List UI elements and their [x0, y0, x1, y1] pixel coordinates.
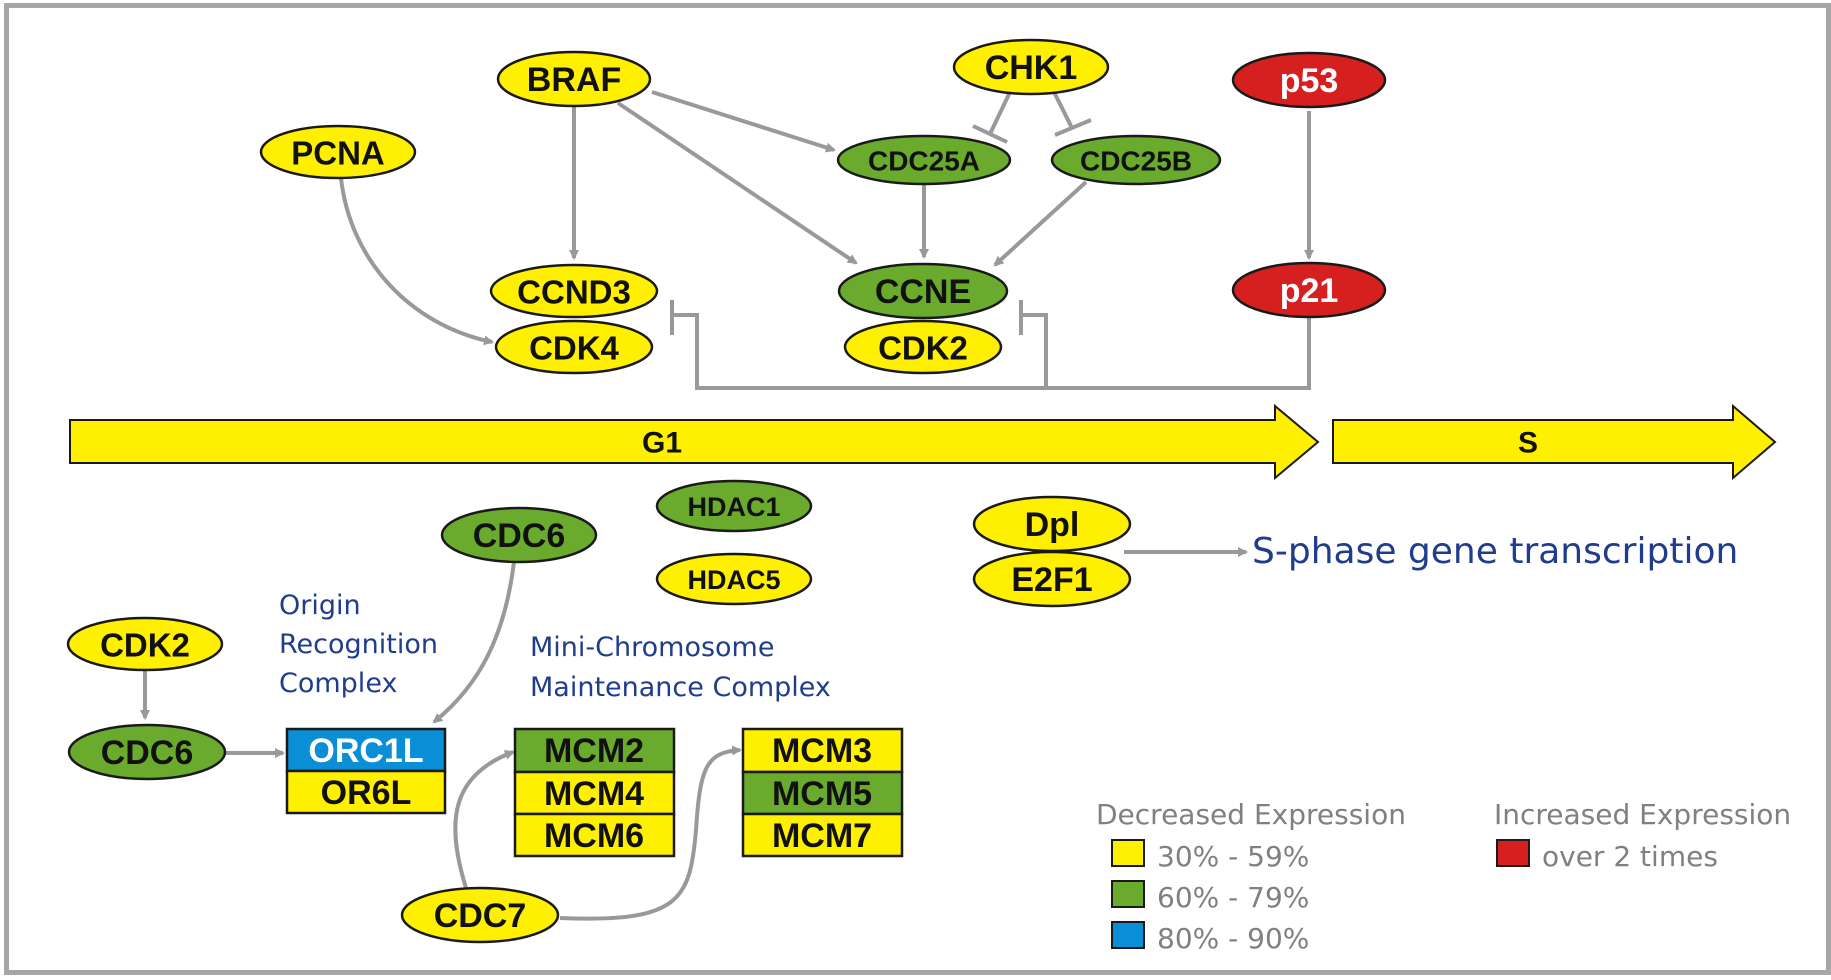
node-p21-label: p21	[1280, 272, 1339, 310]
legend-swatch-yellow	[1111, 839, 1145, 867]
orc-title-line-2: Recognition	[279, 629, 438, 660]
node-chk1: CHK1	[952, 38, 1110, 96]
node-hdac1-label: HDAC1	[687, 492, 780, 522]
legend-item-4-label: over 2 times	[1542, 840, 1718, 873]
mcm-right-row-1: MCM3	[772, 732, 872, 770]
node-ccne-label: CCNE	[875, 273, 971, 311]
node-ccnd3: CCND3	[489, 263, 659, 319]
edge-chk1-cdc25a-bar	[972, 124, 1008, 144]
node-hdac5: HDAC5	[655, 552, 813, 606]
legend-decreased-title: Decreased Expression	[1096, 798, 1406, 831]
edge-braf-ccne	[616, 101, 858, 265]
g1-phase-arrow	[69, 403, 1320, 481]
edge-cdc7-mcm2	[453, 750, 515, 889]
mcm-right-row-3: MCM7	[772, 817, 872, 855]
edge-p21-inhibit-ccne	[1021, 313, 1048, 388]
orc-row-2: OR6L	[321, 774, 412, 812]
node-cdc25b: CDC25B	[1050, 134, 1222, 186]
node-hdac1: HDAC1	[655, 479, 813, 533]
node-cdc25a: CDC25A	[836, 134, 1012, 186]
legend-swatch-green	[1111, 880, 1145, 908]
node-braf: BRAF	[496, 50, 652, 108]
s-phase-arrow	[1332, 403, 1777, 481]
node-cdk4: CDK4	[494, 319, 654, 375]
edge-cdc6top-orc	[432, 561, 516, 724]
legend-item-3-label: 80% - 90%	[1157, 922, 1309, 955]
orc-complex-box: ORC1L OR6L	[285, 727, 447, 815]
node-p53: p53	[1231, 51, 1387, 109]
node-cdc6-left: CDC6	[67, 723, 227, 781]
node-pcna: PCNA	[259, 124, 417, 180]
orc-row-1: ORC1L	[308, 732, 423, 770]
node-cdc25b-label: CDC25B	[1080, 146, 1192, 177]
node-cdk2-bottom: CDK2	[66, 616, 224, 672]
mcm-left-row-3: MCM6	[544, 817, 644, 855]
edge-cdc25b-ccne	[993, 180, 1088, 267]
legend-swatch-red	[1496, 839, 1530, 867]
node-cdc6-left-label: CDC6	[101, 734, 194, 772]
legend-swatch-blue	[1111, 921, 1145, 949]
node-cdc7: CDC7	[400, 886, 560, 944]
mcm-title-line-2: Maintenance Complex	[530, 672, 831, 703]
edge-cdc7-mcm3	[559, 745, 742, 921]
node-p53-label: p53	[1280, 62, 1339, 100]
node-e2f1-label: E2F1	[1011, 561, 1092, 599]
edge-chk1-cdc25b-bar	[1054, 118, 1092, 137]
node-ccne: CCNE	[837, 262, 1009, 320]
node-cdk4-label: CDK4	[529, 330, 619, 367]
legend: Decreased Expression Increased Expressio…	[1096, 798, 1791, 955]
orc-title: Origin Recognition Complex	[279, 590, 438, 699]
connectors	[140, 90, 1314, 921]
node-hdac5-label: HDAC5	[687, 565, 780, 595]
node-chk1-label: CHK1	[985, 49, 1078, 87]
node-dpl: Dpl	[972, 495, 1132, 553]
node-cdk2-top: CDK2	[843, 319, 1003, 375]
legend-increased-title: Increased Expression	[1494, 798, 1791, 831]
node-dpl-label: Dpl	[1025, 506, 1080, 544]
sphase-transcription-label: S-phase gene transcription	[1252, 531, 1738, 572]
node-cdc25a-label: CDC25A	[868, 146, 980, 177]
orc-title-line-3: Complex	[279, 668, 397, 699]
node-pcna-label: PCNA	[291, 135, 385, 172]
orc-title-line-1: Origin	[279, 590, 361, 621]
mcm-right-box: MCM3 MCM5 MCM7	[741, 727, 904, 858]
node-cdc7-label: CDC7	[434, 897, 527, 935]
mcm-left-row-1: MCM2	[544, 732, 644, 770]
node-cdk2-top-label: CDK2	[878, 330, 968, 367]
legend-item-2-label: 60% - 79%	[1157, 881, 1309, 914]
legend-item-1-label: 30% - 59%	[1157, 840, 1309, 873]
node-p21: p21	[1231, 261, 1387, 319]
node-e2f1: E2F1	[972, 550, 1132, 608]
edge-chk1-cdc25b	[1052, 91, 1074, 129]
mcm-right-row-2: MCM5	[772, 775, 872, 813]
g1-label: G1	[642, 427, 682, 460]
node-braf-label: BRAF	[527, 61, 621, 99]
node-ccnd3-label: CCND3	[517, 274, 631, 311]
edge-pcna-cdk4	[339, 177, 494, 346]
s-label: S	[1518, 427, 1538, 460]
node-cdc6-top-label: CDC6	[473, 517, 566, 555]
mcm-title: Mini-Chromosome Maintenance Complex	[530, 632, 831, 703]
mcm-left-row-2: MCM4	[544, 775, 644, 813]
edge-braf-cdc25a	[651, 90, 836, 153]
node-cdc6-top: CDC6	[440, 506, 598, 564]
edge-chk1-cdc25a	[988, 91, 1012, 135]
mcm-title-line-1: Mini-Chromosome	[530, 632, 774, 663]
node-cdk2-bottom-label: CDK2	[100, 627, 190, 664]
mcm-left-box: MCM2 MCM4 MCM6	[513, 727, 676, 858]
edge-p21-inhibit	[672, 313, 1311, 390]
